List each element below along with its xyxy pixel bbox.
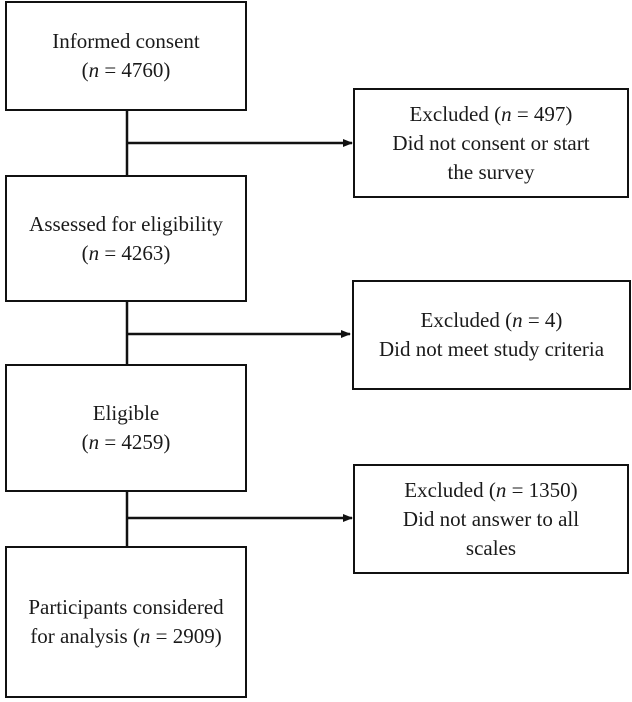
box-participants-analysis: Participants considered for analysis (n … [5, 546, 247, 698]
count-value: = 1350) [506, 477, 578, 502]
excluded-2-reason-line1: Did not meet study criteria [378, 337, 605, 361]
excluded-1-count: Excluded (n = 497) [410, 100, 573, 129]
box-informed-consent: Informed consent (n = 4760) [5, 1, 247, 111]
excluded-prefix: Excluded ( [404, 477, 496, 502]
participants-analysis-count: for analysis (n = 2909) [30, 622, 221, 651]
excluded-1-reason-line1: Did not consent or start [392, 130, 590, 155]
excluded-1-reason-line2: the survey [447, 159, 535, 184]
excluded-3-reason-line2: scales [465, 535, 517, 560]
n-symbol: n [88, 430, 100, 454]
excluded-3-count: Excluded (n = 1350) [404, 476, 577, 505]
eligible-count: (n = 4259) [81, 430, 171, 454]
n-symbol: n [512, 308, 523, 332]
count-prefix: for analysis ( [30, 624, 140, 648]
n-symbol: n [88, 58, 100, 82]
informed-consent-count: (n = 4760) [81, 58, 171, 82]
informed-consent-title: Informed consent [52, 29, 200, 53]
assessed-eligibility-count: (n = 4263) [81, 240, 171, 265]
count-value: = 4259 [99, 430, 164, 454]
box-eligible: Eligible (n = 4259) [5, 364, 247, 492]
excluded-prefix: Excluded ( [420, 308, 513, 332]
n-symbol: n [88, 240, 100, 265]
count-value: = 4263 [99, 240, 164, 265]
count-value: = 2909) [150, 624, 222, 648]
n-symbol: n [501, 101, 512, 126]
excluded-prefix: Excluded ( [409, 101, 502, 126]
assessed-eligibility-title: Assessed for eligibility [29, 211, 223, 236]
excluded-3-reason-line1: Did not answer to all [402, 506, 580, 531]
box-excluded-2: Excluded (n = 4) Did not meet study crit… [352, 280, 631, 390]
count-value: = 4) [522, 308, 563, 332]
n-symbol: n [139, 624, 151, 648]
eligible-title: Eligible [92, 401, 160, 425]
excluded-2-count: Excluded (n = 4) [421, 306, 563, 335]
n-symbol: n [495, 477, 507, 502]
box-assessed-eligibility: Assessed for eligibility (n = 4263) [5, 175, 247, 302]
count-value: = 497) [511, 101, 573, 126]
participants-analysis-title: Participants considered [28, 595, 224, 619]
box-excluded-3: Excluded (n = 1350) Did not answer to al… [353, 464, 629, 574]
count-value: = 4760 [99, 58, 164, 82]
box-excluded-1: Excluded (n = 497) Did not consent or st… [353, 88, 629, 198]
